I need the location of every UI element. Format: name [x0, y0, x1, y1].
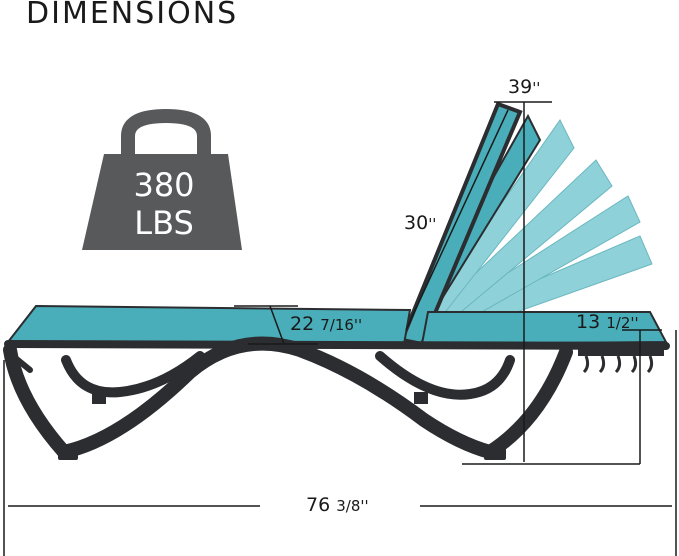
top-width-label: 39'': [508, 76, 541, 98]
weight-label: 380 LBS: [86, 166, 242, 242]
adjustment-rack: [578, 348, 664, 374]
backrest-length-label: 30'': [404, 212, 437, 234]
dimension-lines: [3, 101, 677, 556]
length-label: 76 3/8'': [306, 494, 369, 516]
frame: [3, 336, 670, 459]
weight-unit: LBS: [134, 204, 194, 242]
weight-value: 380: [133, 166, 195, 204]
frame-feet: [58, 392, 506, 460]
weight-icon: [82, 108, 242, 250]
page-title: DIMENSIONS: [26, 0, 239, 31]
seat-height-label: 22 7/16'': [290, 313, 363, 335]
arm-height-label: 13 1/2'': [576, 311, 639, 333]
